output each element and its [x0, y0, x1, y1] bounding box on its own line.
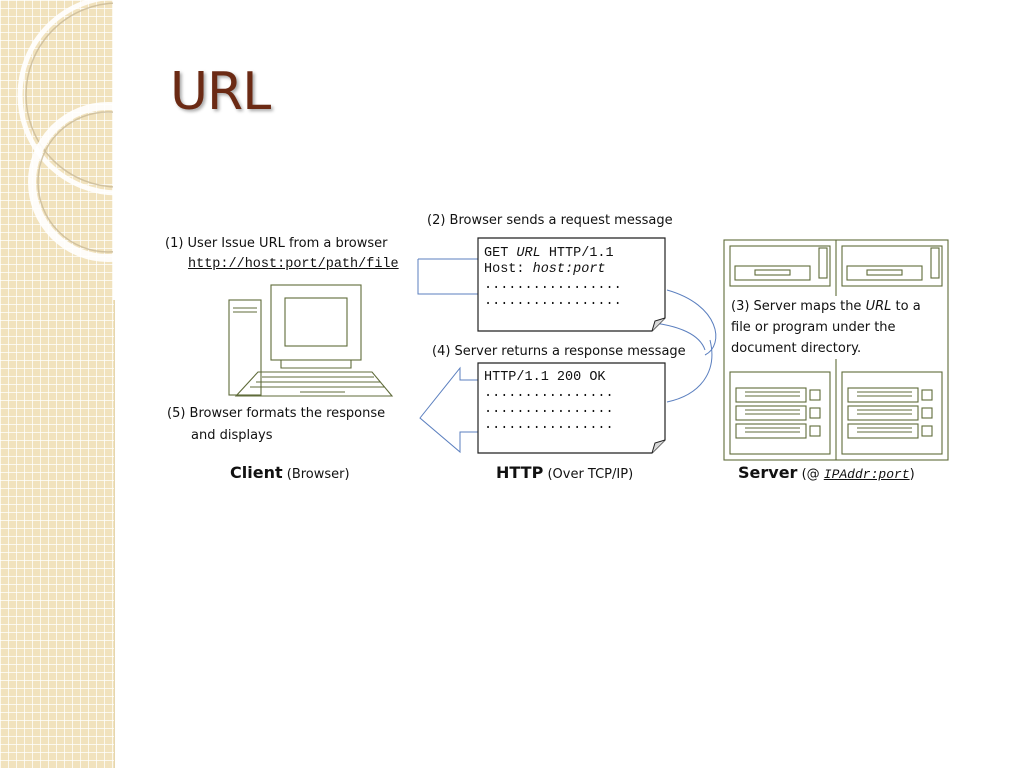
response-to-client-arrow [419, 366, 478, 454]
http-caption: HTTP (Over TCP/IP) [496, 463, 634, 482]
step2-label: (2) Browser sends a request message [427, 213, 673, 228]
step5-label-line1: (5) Browser formats the response [167, 406, 386, 421]
response-message: HTTP/1.1 200 OK ................ .......… [484, 370, 614, 433]
request-message: GET URL HTTP/1.1 Host: host:port .......… [484, 246, 622, 309]
step3-label: (3) Server maps the URL to a file or pro… [731, 296, 943, 359]
client-caption: Client (Browser) [230, 463, 350, 482]
step5-label-line2: and displays [191, 428, 273, 443]
url-to-request-arrow [417, 258, 478, 295]
step1-label: (1) User Issue URL from a browser [165, 236, 388, 251]
step1-url: http://host:port/path/file [188, 257, 399, 272]
computer-icon [228, 284, 394, 397]
server-to-response-curve [666, 339, 713, 403]
server-caption: Server (@ IPAddr:port) [738, 463, 915, 482]
slide-title: URL [170, 62, 271, 122]
server-rack-icon [723, 239, 949, 461]
step4-label: (4) Server returns a response message [432, 344, 686, 359]
decorative-rings [17, 0, 200, 300]
request-to-server-curve [666, 289, 717, 356]
